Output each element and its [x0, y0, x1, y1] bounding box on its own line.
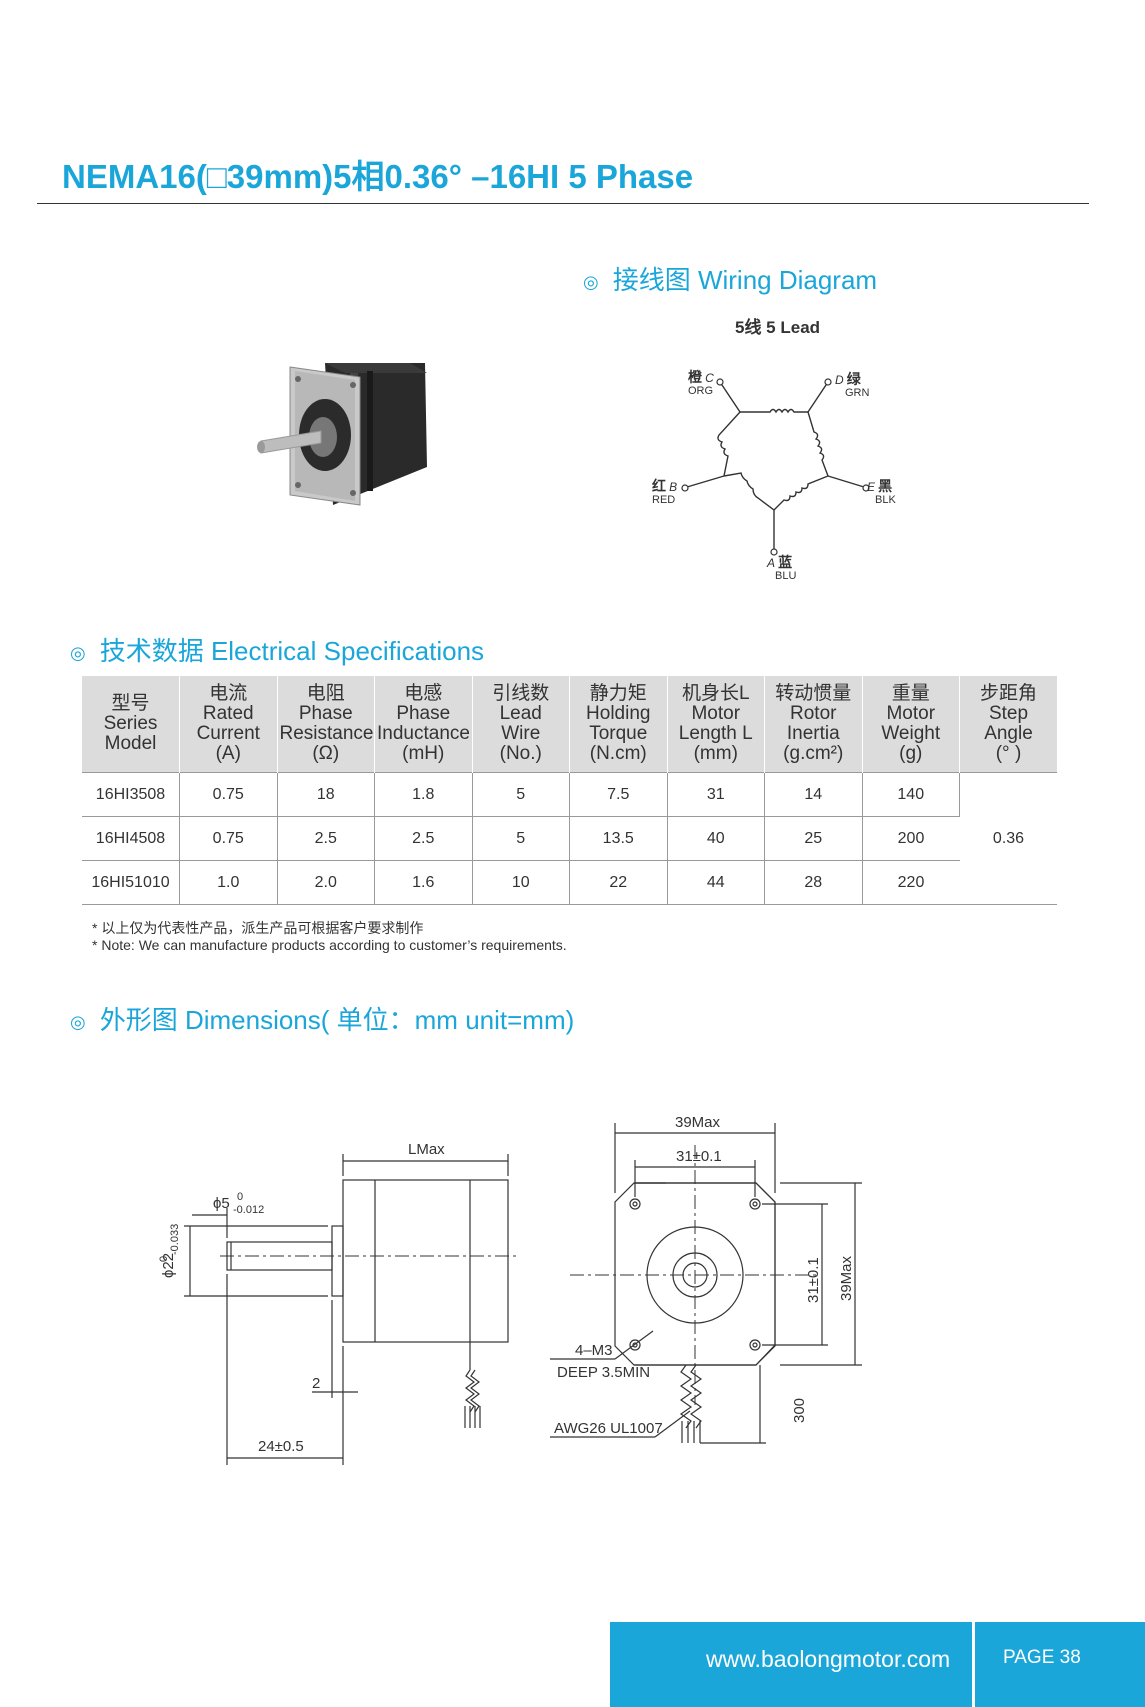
spec-notes: * 以上仅为代表性产品，派生产品可根据客户要求制作 * Note: We can… [92, 920, 567, 954]
cell: 18 [277, 772, 375, 817]
page-number: PAGE 38 [1003, 1647, 1081, 1668]
footer-url[interactable]: www.baolongmotor.com [706, 1646, 951, 1672]
cell: 1.6 [374, 860, 473, 905]
lead-count-title: 5线 5 Lead [735, 318, 821, 337]
cell: 2.5 [374, 816, 473, 861]
dimensions-heading: ◎外形图 Dimensions( 单位：mm unit=mm) [70, 1005, 575, 1035]
bullet-icon: ◎ [70, 642, 86, 663]
dim-mount-depth: DEEP 3.5MIN [557, 1364, 650, 1381]
cell: 5 [472, 772, 570, 817]
cell: 0.75 [179, 772, 278, 817]
cell: 25 [764, 816, 863, 861]
cell: 7.5 [569, 772, 668, 817]
wiring-diagram [681, 378, 870, 556]
dim-lmax: LMax [408, 1141, 445, 1158]
dim-boss-diameter: ϕ22 [160, 1253, 177, 1278]
dim-boss-length: 2 [312, 1375, 320, 1392]
dim-hole-spacing: 31±0.1 [676, 1148, 722, 1165]
dim-cable-spec: AWG26 UL1007 [554, 1420, 663, 1437]
dim-shaft-length: 24±0.5 [258, 1438, 304, 1455]
note-cn: * 以上仅为代表性产品，派生产品可根据客户要求制作 [92, 920, 424, 936]
dim-boss-tol-top: 0 [158, 1256, 170, 1262]
cell: 2.5 [277, 816, 375, 861]
front-view-drawing: 39Max 31±0.1 31±0.1 39Max 4–M3 DEEP 3.5M… [550, 1114, 862, 1444]
cell: 10 [472, 860, 570, 905]
cell: 28 [764, 860, 863, 905]
dim-height-max: 39Max [838, 1255, 855, 1301]
table-row: 16HI51010 1.0 2.0 1.6 10 22 44 28 220 [82, 860, 1057, 905]
dim-hole-spacing-vertical: 31±0.1 [805, 1257, 822, 1303]
cell: 200 [862, 816, 960, 861]
note-en: * Note: We can manufacture products acco… [92, 937, 567, 953]
table-row: 16HI3508 0.75 18 1.8 5 7.5 31 14 140 0.3… [82, 772, 1057, 905]
wiring-diagram-heading: ◎接线图 Wiring Diagram [583, 265, 878, 295]
cell: 22 [569, 860, 668, 905]
cell: 14 [764, 772, 863, 817]
dim-boss-tol-bottom: -0.033 [169, 1224, 181, 1255]
cell: 220 [862, 860, 960, 905]
dim-width-max: 39Max [675, 1114, 721, 1131]
side-view-drawing: LMax ϕ5 0 -0.012 ϕ22 0 -0.033 2 24±0.5 [158, 1141, 520, 1465]
page-title: NEMA16(□39mm)5相0.36° –16HI 5 Phase [62, 158, 694, 195]
cell: 1.8 [374, 772, 473, 817]
dim-shaft-tol-bottom: -0.012 [233, 1204, 264, 1216]
footer-url-bar [610, 1622, 972, 1707]
dim-lead-length: 300 [791, 1398, 808, 1423]
cell: 16HI51010 [82, 860, 180, 905]
table-row: 16HI4508 0.75 2.5 2.5 5 13.5 40 25 200 [82, 816, 1057, 861]
cell: 5 [472, 816, 570, 861]
title-divider [37, 203, 1089, 204]
cell: 31 [667, 772, 765, 817]
footer-page-bar [975, 1622, 1145, 1707]
cell: 40 [667, 816, 765, 861]
cell: 16HI4508 [82, 816, 180, 861]
cell: 13.5 [569, 816, 668, 861]
dim-shaft-diameter: ϕ5 [213, 1195, 230, 1212]
motor-photo [257, 363, 427, 506]
cell: 1.0 [179, 860, 278, 905]
cell: 2.0 [277, 860, 375, 905]
step-angle-cell: 0.36 [959, 772, 1057, 905]
cell: 140 [862, 772, 960, 817]
cell: 16HI3508 [82, 772, 180, 817]
bullet-icon: ◎ [583, 271, 599, 292]
dim-shaft-tol-top: 0 [237, 1191, 243, 1203]
cell: 44 [667, 860, 765, 905]
bullet-icon: ◎ [70, 1011, 86, 1032]
cell: 0.75 [179, 816, 278, 861]
dim-mount-holes: 4–M3 [575, 1342, 613, 1359]
electrical-specs-heading: ◎技术数据 Electrical Specifications [70, 636, 485, 666]
